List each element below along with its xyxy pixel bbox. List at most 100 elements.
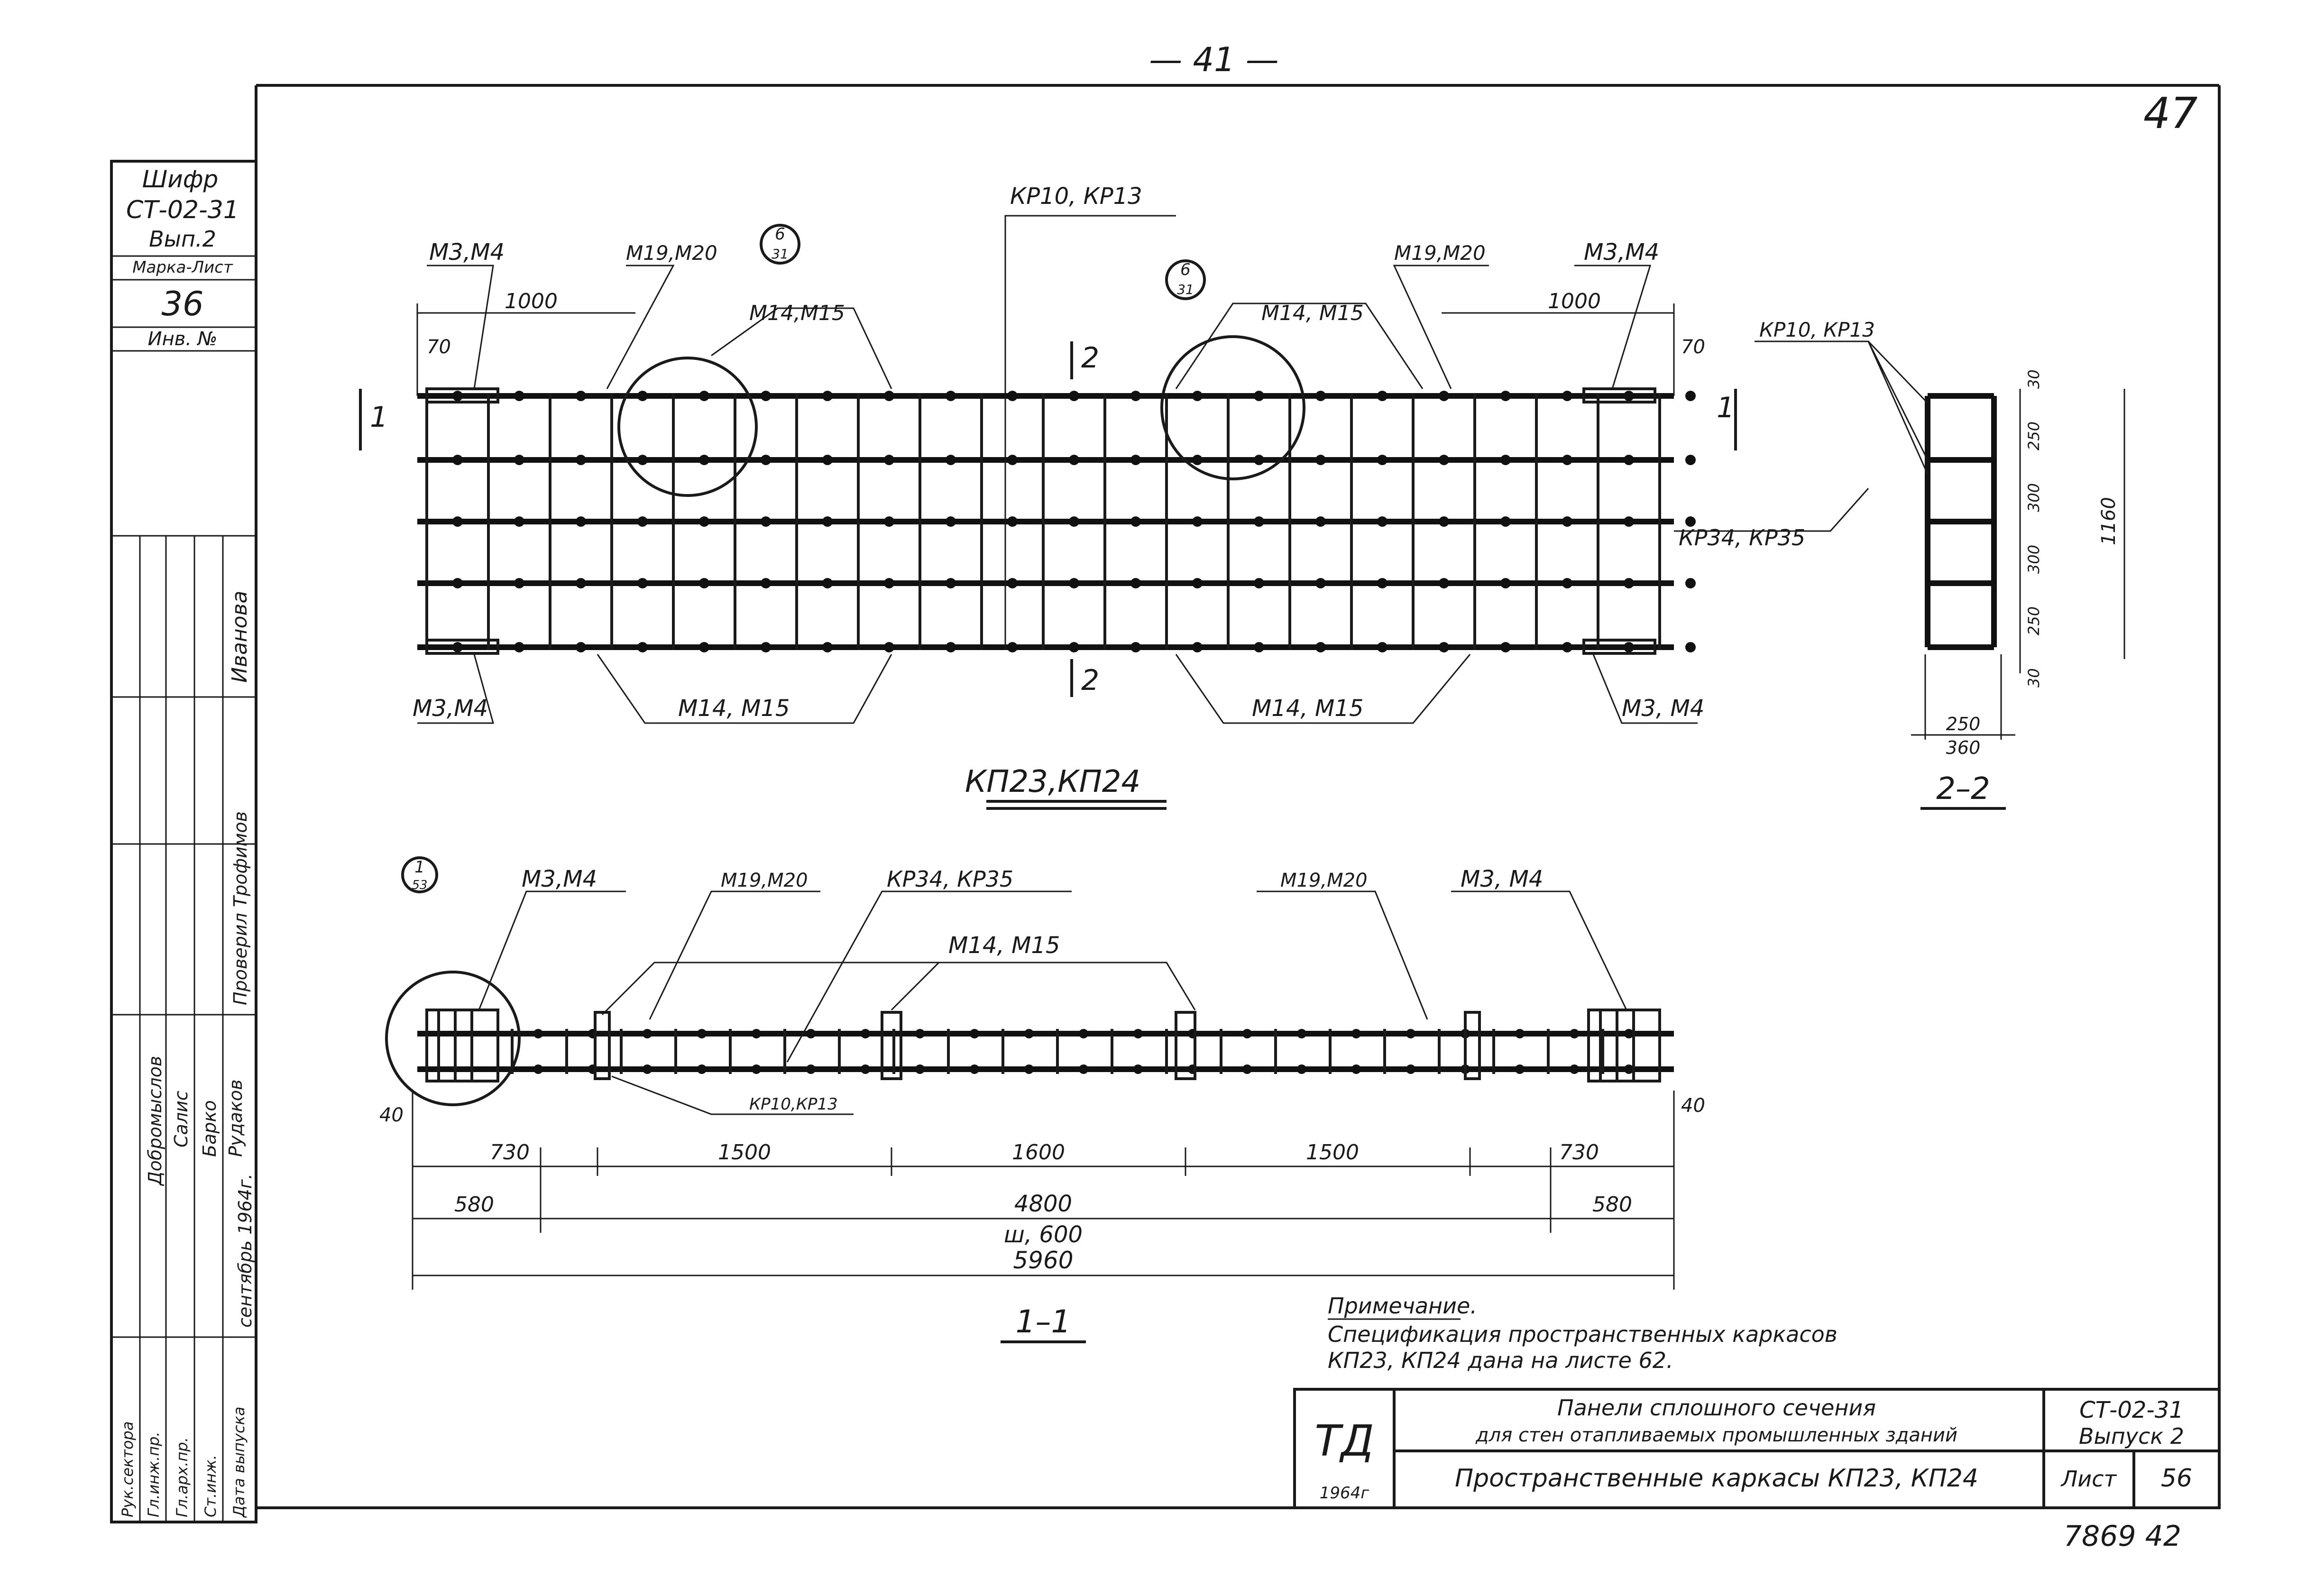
rebar-dot xyxy=(1562,578,1572,588)
rebar-dot xyxy=(1007,455,1018,465)
rebar-dot xyxy=(1624,516,1634,527)
rebar-dot xyxy=(761,516,771,527)
rebar-dot xyxy=(1192,455,1203,465)
rebar-dot xyxy=(761,642,771,652)
rebar-dot xyxy=(1130,391,1141,401)
plan-title: КП23,КП24 xyxy=(965,764,1140,799)
sec11-dim-1600: 1600 xyxy=(1012,1140,1065,1165)
rebar-dot xyxy=(915,1029,925,1038)
sec22-dim-250: 250 xyxy=(1946,714,1981,734)
rebar-dot xyxy=(1242,1029,1252,1038)
label-kr10kr13-top: КР10, КР13 xyxy=(1010,183,1142,210)
role-head: Рук.сектора xyxy=(119,1422,137,1517)
rebar-dot xyxy=(514,391,524,401)
sec11-m19m20-l: М19,М20 xyxy=(721,870,808,891)
sec11-dim-4800: 4800 xyxy=(1014,1191,1072,1217)
sec11-dim-730-r: 730 xyxy=(1559,1140,1599,1165)
label-m14m15-bl: М14, М15 xyxy=(678,695,790,722)
rebar-dot xyxy=(761,391,771,401)
rebar-dot xyxy=(1254,391,1264,401)
rebar-dot xyxy=(576,642,586,652)
rebar-dot xyxy=(1297,1029,1306,1038)
label-m3m4-tl: М3,М4 xyxy=(429,239,505,266)
sec11-dim-1500-l: 1500 xyxy=(718,1140,771,1165)
rebar-dot xyxy=(1192,391,1203,401)
label-m14m15-br: М14, М15 xyxy=(1252,695,1364,722)
rebar-dot xyxy=(1315,642,1326,652)
rebar-dot xyxy=(1406,1064,1415,1074)
rebar-dot xyxy=(884,642,894,652)
sec11-dim-730-l: 730 xyxy=(490,1140,530,1165)
sec22-kr10kr13: КР10, КР13 xyxy=(1759,318,1875,341)
rebar-dot xyxy=(806,1029,816,1038)
rebar-dot xyxy=(884,391,894,401)
title-year: 1964г xyxy=(1320,1484,1370,1503)
sec22-dim-250-top: 250 xyxy=(2025,422,2043,450)
rebar-dot xyxy=(1007,578,1018,588)
sec22-dim-30-top: 30 xyxy=(2025,369,2043,389)
corner-mark: 47 xyxy=(2143,89,2198,138)
name-checked: Проверил Трофимов xyxy=(230,811,251,1005)
rebar-dot xyxy=(452,391,463,401)
rebar-dot xyxy=(1377,391,1387,401)
dim-1000-left: 1000 xyxy=(505,289,558,313)
dim-70-right: 70 xyxy=(1681,336,1705,358)
label-m3m4-br: М3, М4 xyxy=(1622,695,1704,722)
sec22-dim-30-bot: 30 xyxy=(2025,668,2043,688)
sec11-dim-1500-r: 1500 xyxy=(1306,1140,1359,1165)
mark-sheet-label: Марка-Лист xyxy=(132,258,233,277)
rebar-dot xyxy=(1624,391,1634,401)
label-m19m20-tr: М19,М20 xyxy=(1394,241,1486,265)
rebar-dot xyxy=(576,391,586,401)
name-barko: Барко xyxy=(199,1100,220,1157)
rebar-dot xyxy=(1069,578,1079,588)
page-number: — 41 — xyxy=(1149,40,1279,79)
rebar-dot xyxy=(1192,516,1203,527)
rebar-dot xyxy=(752,1029,761,1038)
rebar-dot xyxy=(697,1064,707,1074)
rebar-dot xyxy=(697,1029,707,1038)
rebar-dot xyxy=(1192,578,1203,588)
detail-1-53: 1 xyxy=(414,858,425,877)
rebar-dot xyxy=(1562,455,1572,465)
rebar-dot xyxy=(1685,578,1696,588)
plan-view: М3,М4 М19,М20 6 31 М14,М15 КР10, КР13 6 … xyxy=(359,183,1869,810)
rebar-dot xyxy=(822,391,833,401)
rebar-dot xyxy=(1377,578,1387,588)
sec11-dim-5960: 5960 xyxy=(1013,1247,1073,1274)
rebar-dot xyxy=(1624,578,1634,588)
sec22-dim-1160: 1160 xyxy=(2098,497,2120,545)
role-chief-eng: Гл.инж.пр. xyxy=(145,1431,163,1517)
rebar-dot xyxy=(452,516,463,527)
rebar-dot xyxy=(1007,391,1018,401)
rebar-dot xyxy=(1130,578,1141,588)
rebar-dot xyxy=(533,1064,543,1074)
rebar-dot xyxy=(1685,642,1696,652)
rebar-dot xyxy=(1439,516,1449,527)
rebar-dot xyxy=(1007,516,1018,527)
sec11-m14m15: М14, М15 xyxy=(948,932,1060,959)
rebar-dot xyxy=(1079,1029,1088,1038)
rebar-dot xyxy=(1500,642,1511,652)
rebar-dot xyxy=(1377,455,1387,465)
sheet-label: Лист xyxy=(2060,1466,2117,1492)
detail-mark-left-sub: 31 xyxy=(772,246,789,262)
rebar-dot xyxy=(1562,516,1572,527)
rebar-dot xyxy=(1069,516,1079,527)
rebar-dot xyxy=(452,578,463,588)
rebar-dot xyxy=(761,455,771,465)
rebar-dot xyxy=(946,578,956,588)
rebar-dot xyxy=(1570,1029,1579,1038)
rebar-dot xyxy=(946,516,956,527)
rebar-dot xyxy=(1500,391,1511,401)
title-code: СТ-02-31 xyxy=(2079,1397,2184,1423)
rebar-dot xyxy=(1515,1064,1525,1074)
mark-sheet-value: 36 xyxy=(161,284,203,323)
rebar-dot xyxy=(1069,391,1079,401)
dim-1000-right: 1000 xyxy=(1548,289,1601,313)
rebar-dot xyxy=(643,1064,652,1074)
rebar-dot xyxy=(946,391,956,401)
rebar-dot xyxy=(452,455,463,465)
rebar-dot xyxy=(1133,1064,1143,1074)
rebar-dot xyxy=(1562,391,1572,401)
